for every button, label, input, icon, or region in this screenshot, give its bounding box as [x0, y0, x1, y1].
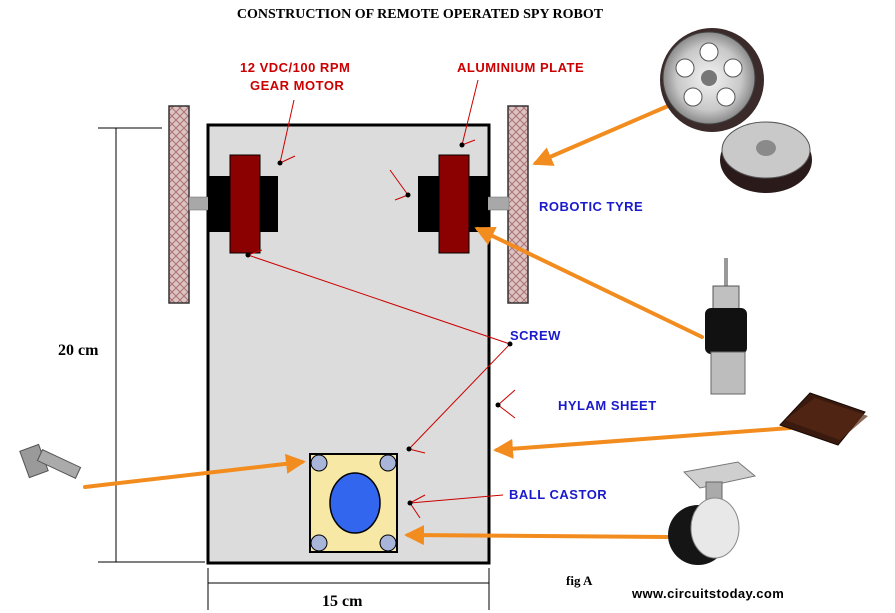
website-label: www.circuitstoday.com [631, 586, 784, 601]
figure-label: fig A [566, 573, 593, 588]
robotic-tyre-label: ROBOTIC TYRE [539, 199, 643, 214]
left-tyre [168, 105, 190, 304]
left-gear-motor [208, 154, 278, 254]
left-axle [188, 196, 212, 211]
width-dimension: 15 cm [207, 568, 490, 610]
leader-dots [245, 142, 513, 506]
ball-castor [309, 453, 398, 553]
leader-lines [247, 79, 516, 519]
ball-castor-label: BALL CASTOR [509, 487, 607, 502]
screw-label: SCREW [510, 328, 561, 343]
height-dimension: 20 cm [58, 127, 205, 563]
hylam-sheet-photo-icon [779, 392, 868, 446]
right-tyre [507, 105, 529, 304]
hylam-sheet-label: HYLAM SHEET [558, 398, 657, 413]
gear-motor-photo-icon [705, 258, 747, 395]
wheel-photo-icon [660, 28, 812, 193]
gear-motor-label-line2: GEAR MOTOR [250, 78, 344, 93]
width-label: 15 cm [322, 593, 363, 610]
right-axle [486, 196, 510, 211]
diagram-title: CONSTRUCTION OF REMOTE OPERATED SPY ROBO… [237, 7, 604, 22]
aluminium-plate-label: ALUMINIUM PLATE [457, 60, 584, 75]
ball-castor-photo-icon [668, 461, 757, 565]
height-label: 20 cm [58, 342, 99, 359]
orange-arrows [83, 104, 792, 546]
right-gear-motor [418, 154, 488, 254]
gear-motor-label-line1: 12 VDC/100 RPM [240, 60, 350, 75]
screw-photo-icon [19, 443, 82, 479]
